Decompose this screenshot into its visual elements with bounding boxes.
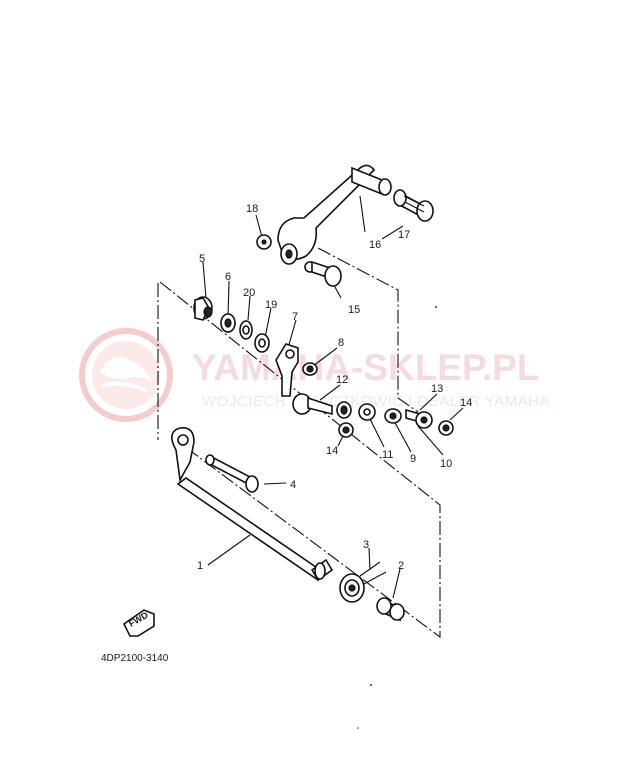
part-15-pivot-bolt[interactable] xyxy=(304,260,342,287)
callout-19: 19 xyxy=(265,299,277,311)
part-11-rod-end[interactable] xyxy=(336,401,352,419)
part-20-washer[interactable] xyxy=(239,320,253,340)
diagram-code: 4DP2100-3140 xyxy=(101,653,169,664)
fwd-arrow-icon: FWD xyxy=(122,609,155,637)
part-4-bolt[interactable] xyxy=(204,454,259,493)
callout-10: 10 xyxy=(440,458,452,470)
callout-14-lower: 14 xyxy=(326,445,338,457)
callout-9: 9 xyxy=(410,453,416,465)
callout-14-upper: 14 xyxy=(460,397,472,409)
callout-4: 4 xyxy=(290,479,296,491)
part-14-nut-lower[interactable] xyxy=(338,422,354,438)
callout-15: 15 xyxy=(348,304,360,316)
callout-16: 16 xyxy=(369,239,381,251)
leader-lines xyxy=(202,195,464,599)
callout-20: 20 xyxy=(243,287,255,299)
callout-3: 3 xyxy=(363,539,369,551)
part-1-shift-shaft[interactable] xyxy=(171,426,334,582)
part-19-washer[interactable] xyxy=(254,333,270,353)
part-6-washer[interactable] xyxy=(220,313,236,333)
part-9-washer[interactable] xyxy=(358,403,376,421)
part-2-collar[interactable] xyxy=(376,597,405,622)
part-16-shift-pedal[interactable] xyxy=(277,164,392,265)
part-3-spring[interactable] xyxy=(339,561,387,603)
watermark-brand: YAMAHA-SKLEP.PL xyxy=(192,347,539,388)
callout-1: 1 xyxy=(197,560,203,572)
callout-7: 7 xyxy=(292,311,298,323)
scan-specks xyxy=(357,306,437,729)
callout-labels: 1 2 3 4 5 6 7 8 9 10 11 12 13 14 14 15 1… xyxy=(197,203,472,572)
watermark-logo-icon xyxy=(79,328,173,422)
callout-5: 5 xyxy=(199,253,205,265)
watermark-tagline: WOJCIECH ZAJĄCZKOWIC | DEALER YAMAHA xyxy=(202,393,550,410)
part-12-joint-bolt[interactable] xyxy=(292,393,333,416)
part-10-nut[interactable] xyxy=(384,408,402,424)
callout-13: 13 xyxy=(431,383,443,395)
part-5-collar[interactable] xyxy=(193,296,213,321)
part-13-rod-end[interactable] xyxy=(405,408,433,429)
callout-11: 11 xyxy=(382,449,393,461)
callout-12: 12 xyxy=(336,374,348,386)
part-18-washer[interactable] xyxy=(256,234,272,250)
callout-18: 18 xyxy=(246,203,258,215)
part-17-pedal-rubber[interactable] xyxy=(393,189,434,222)
part-7-bracket[interactable] xyxy=(275,343,299,397)
part-8-nut[interactable] xyxy=(302,362,318,376)
part-14-nut-upper[interactable] xyxy=(438,420,454,436)
callout-2: 2 xyxy=(398,560,404,572)
callout-17: 17 xyxy=(398,229,410,241)
callout-8: 8 xyxy=(338,337,344,349)
callout-6: 6 xyxy=(225,271,231,283)
